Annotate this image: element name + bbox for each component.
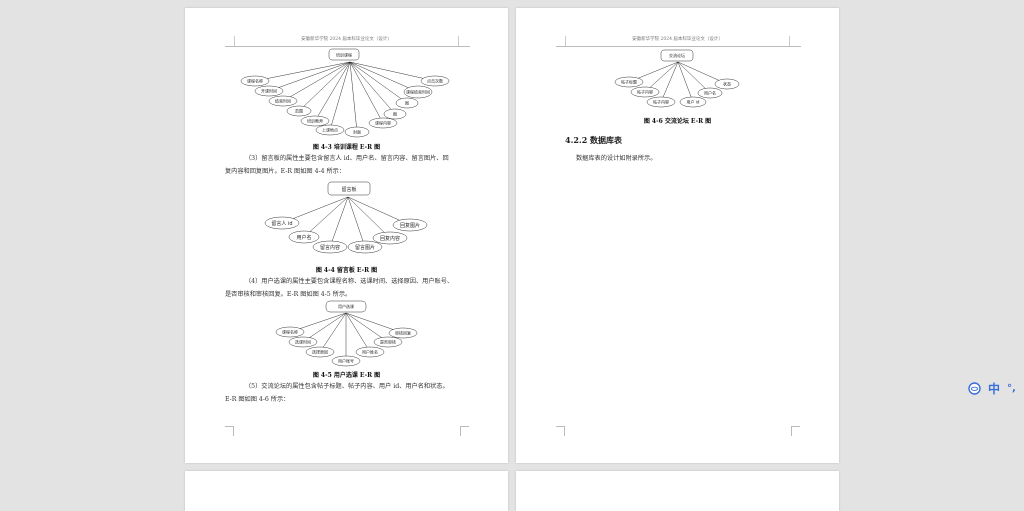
header-left-tick: [565, 36, 566, 46]
svg-text:用户 id: 用户 id: [687, 99, 700, 105]
svg-text:图: 图: [405, 100, 409, 106]
svg-text:图: 图: [393, 111, 397, 117]
document-page-4: [516, 471, 839, 511]
figure-caption-4-5: 图 4-5 用户选课 E-R 图: [312, 372, 381, 379]
svg-text:培训教师: 培训教师: [307, 118, 323, 124]
svg-text:用户账号: 用户账号: [338, 358, 354, 364]
er-diagram-training-course: 培训课程 课程名称 开课时间 结束时间 范围 培训教师 上课地点 封面 课程内容…: [240, 48, 450, 138]
er-diagram-forum: 交流论坛 帖子标题 帖子内容 帖子内容 用户 id 用户名 状态: [614, 49, 740, 108]
svg-text:回复图片: 回复图片: [400, 222, 420, 229]
figure-caption-4-6: 图 4-6 交流论坛 E-R 图: [643, 118, 712, 125]
paragraph-4-line2: 是否审核和审核回复。E-R 图如图 4-5 所示。: [225, 291, 352, 298]
svg-text:上课地点: 上课地点: [322, 127, 338, 133]
document-page-1: 安徽新华学院 2024 届本科毕业论文（设计） 培训课程 课: [185, 8, 508, 463]
ime-mode-toggle[interactable]: 中: [988, 381, 1001, 396]
svg-text:课程名称: 课程名称: [282, 329, 298, 335]
svg-text:封面: 封面: [353, 129, 361, 135]
section-heading-4-2-2: 4.2.2 数据库表: [565, 135, 623, 145]
page-header-text: 安徽新华学院 2024 届本科毕业论文（设计）: [301, 37, 392, 42]
header-right-tick: [458, 36, 459, 46]
page-header-text: 安徽新华学院 2024 届本科毕业论文（设计）: [632, 37, 723, 42]
header-right-tick: [789, 36, 790, 46]
ime-toolbar: 中 °,: [968, 380, 1016, 396]
paragraph-5-line2: E-R 图如图 4-6 所示：: [225, 396, 290, 403]
document-page-2: 安徽新华学院 2024 届本科毕业论文（设计） 交流论坛 帖子标题 帖子内容 帖…: [516, 8, 839, 463]
svg-text:用户姓名: 用户姓名: [362, 349, 378, 355]
svg-text:留言图片: 留言图片: [355, 244, 375, 251]
ime-logo-button[interactable]: [968, 381, 981, 395]
svg-text:用户名: 用户名: [296, 234, 311, 241]
svg-text:是否审核: 是否审核: [380, 339, 396, 345]
svg-text:交流论坛: 交流论坛: [669, 52, 685, 58]
svg-text:课程结束时间: 课程结束时间: [406, 89, 430, 95]
svg-text:选择原因: 选择原因: [312, 349, 328, 355]
document-page-3: [185, 471, 508, 511]
ime-logo-icon: [968, 381, 981, 395]
svg-text:开课时间: 开课时间: [261, 88, 277, 94]
margin-corner-bottom-right: [460, 426, 469, 436]
figure-caption-4-4: 图 4-4 留言板 E-R 图: [315, 267, 378, 274]
svg-text:帖子内容: 帖子内容: [653, 99, 669, 105]
section-body: 数据库表的设计如附录所示。: [576, 155, 657, 162]
header-left-tick: [234, 36, 235, 46]
paragraph-4-line1: （4）用户选课的属性主要包含课程名称、选课时间、选择原因、用户账号、: [245, 278, 454, 285]
svg-text:状态: 状态: [723, 81, 731, 87]
svg-text:课程内容: 课程内容: [375, 120, 391, 126]
svg-text:帖子标题: 帖子标题: [621, 79, 637, 85]
svg-text:留言人 id: 留言人 id: [271, 220, 292, 227]
figure-caption-4-3: 图 4-3 培训课程 E-R 图: [312, 144, 381, 151]
svg-text:帖子内容: 帖子内容: [637, 89, 653, 95]
svg-text:回复内容: 回复内容: [380, 235, 400, 242]
svg-text:课程名称: 课程名称: [247, 78, 263, 84]
svg-text:培训课程: 培训课程: [336, 52, 352, 58]
header-rule: [225, 46, 470, 47]
svg-text:范围: 范围: [295, 108, 303, 114]
paragraph-5-line1: （5）交流论坛的属性包含帖子标题、帖子内容、用户 id、用户名和状态。: [245, 383, 449, 390]
svg-text:留言板: 留言板: [341, 186, 356, 193]
er-diagram-message-board: 留言板 留言人 id 用户名 留言内容 留言图片 回复内容 回复图片: [264, 181, 428, 254]
margin-corner-bottom-left: [225, 426, 234, 436]
svg-text:留言内容: 留言内容: [320, 244, 340, 251]
ime-punctuation-toggle[interactable]: °,: [1007, 382, 1016, 394]
svg-text:选课时间: 选课时间: [295, 339, 311, 345]
er-diagram-course-selection: 用户选课 课程名称 选课时间 选择原因 用户账号 用户姓名 是否审核 审核回复: [275, 300, 418, 367]
svg-text:审核回复: 审核回复: [395, 330, 411, 336]
header-rule: [556, 46, 801, 47]
margin-corner-bottom-left: [556, 426, 565, 436]
svg-text:点击次数: 点击次数: [427, 78, 443, 84]
svg-text:用户选课: 用户选课: [338, 303, 354, 309]
svg-text:用户名: 用户名: [704, 90, 716, 96]
paragraph-3-line1: （3）留言板的属性主要包含留言人 id、用户名、留言内容、留言图片、回: [245, 155, 449, 162]
margin-corner-bottom-right: [791, 426, 800, 436]
paragraph-3-line2: 复内容和回复图片。E-R 图如图 4-4 所示：: [225, 168, 346, 175]
svg-text:结束时间: 结束时间: [275, 98, 291, 104]
